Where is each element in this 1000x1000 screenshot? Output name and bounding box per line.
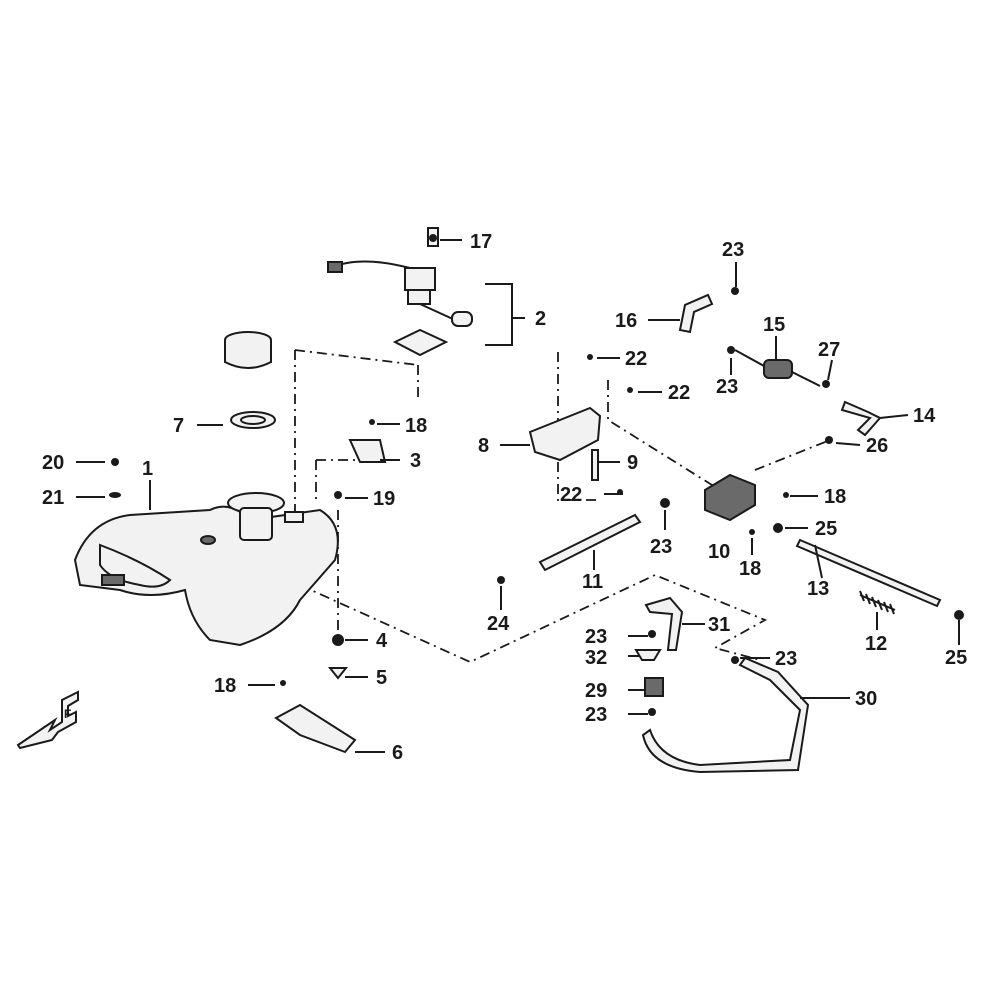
callout-2: 2	[535, 308, 546, 330]
callout-8: 8	[478, 435, 489, 457]
callout-27: 27	[818, 339, 840, 361]
callout-22: 22	[560, 484, 582, 506]
fuel-cap	[224, 331, 276, 429]
callout-21: 21	[42, 487, 64, 509]
callout-14: 14	[913, 405, 936, 427]
callout-9: 9	[627, 452, 638, 474]
callout-3: 3	[410, 450, 421, 472]
callout-24: 24	[487, 613, 510, 635]
callout-5: 5	[376, 667, 387, 689]
callout-7: 7	[173, 415, 184, 437]
callout-17: 17	[470, 231, 492, 253]
spring-12	[859, 590, 896, 615]
callout-31: 31	[708, 614, 730, 636]
callout-23: 23	[722, 239, 744, 261]
callout-4: 4	[376, 630, 388, 652]
callout-10: 10	[708, 541, 730, 563]
callout-23: 23	[585, 626, 607, 648]
callout-25: 25	[945, 647, 967, 669]
callout-32: 32	[585, 647, 607, 669]
callout-22: 22	[668, 382, 690, 404]
callout-12: 12	[865, 633, 887, 655]
callout-23: 23	[775, 648, 797, 670]
hose-13	[795, 538, 942, 608]
fuel-tank	[73, 492, 339, 647]
front-marker-letter: F	[64, 707, 71, 721]
assembly-lines	[294, 349, 831, 663]
callout-30: 30	[855, 688, 877, 710]
callout-15: 15	[763, 314, 785, 336]
mount-bracket-6	[274, 634, 357, 754]
vent-hose-30	[634, 596, 810, 774]
callout-16: 16	[615, 310, 637, 332]
callout-13: 13	[807, 578, 829, 600]
hose-14	[840, 400, 882, 437]
callout-18: 18	[214, 675, 236, 697]
fuel-pump-10	[704, 473, 756, 522]
callout-6: 6	[392, 742, 403, 764]
hose-16	[678, 293, 714, 334]
callout-20: 20	[42, 452, 64, 474]
callout-19: 19	[373, 488, 395, 510]
callout-1: 1	[142, 458, 153, 480]
leader-lines	[76, 239, 960, 753]
callout-18: 18	[824, 486, 846, 508]
fuel-filter-15	[734, 349, 821, 387]
bracket-3	[348, 439, 387, 463]
bracket-8	[528, 406, 602, 462]
callout-26: 26	[866, 435, 888, 457]
callout-22: 22	[625, 348, 647, 370]
callout-23: 23	[585, 704, 607, 726]
small-fasteners	[109, 234, 964, 716]
callout-18: 18	[405, 415, 427, 437]
callout-23: 23	[650, 536, 672, 558]
pin-9	[591, 449, 599, 481]
callout-23: 23	[716, 376, 738, 398]
front-direction-marker	[16, 690, 79, 750]
hose-11	[538, 513, 642, 572]
callout-25: 25	[815, 518, 837, 540]
fuel-pump-sender	[327, 227, 473, 357]
callout-labels: 17 2 7 18 3 20 1 21 19 4 5 18 6 23 16 15…	[42, 231, 967, 764]
callout-18: 18	[739, 558, 761, 580]
callout-11: 11	[582, 571, 603, 593]
callout-29: 29	[585, 680, 607, 702]
